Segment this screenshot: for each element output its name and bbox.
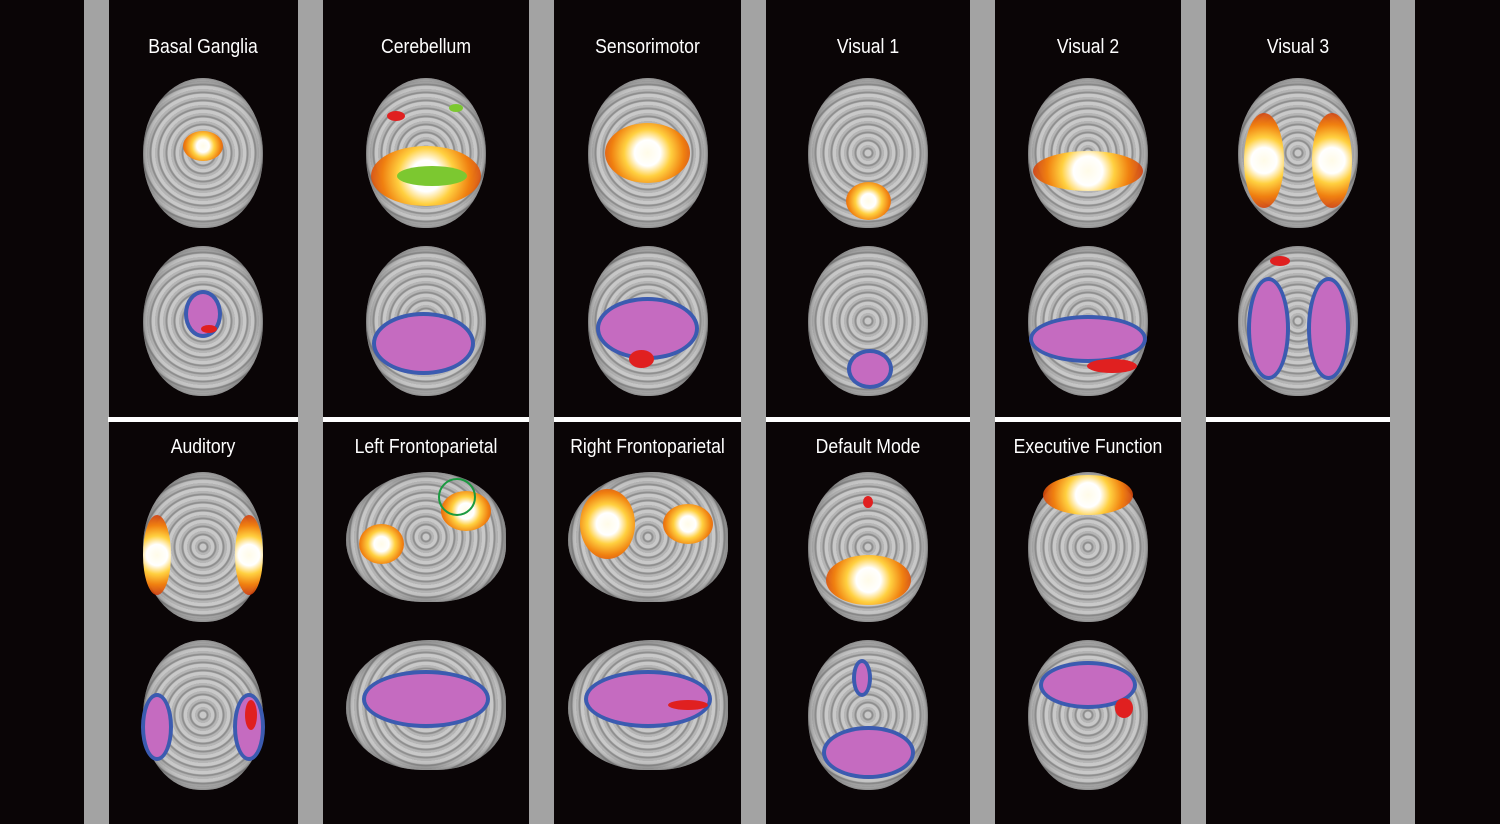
panel-title: Executive Function	[1013, 436, 1163, 458]
pink-region	[587, 673, 708, 724]
activation-blob	[825, 555, 911, 605]
panel-title: Visual 3	[1266, 36, 1330, 58]
brain-slice-comparison-map	[366, 246, 486, 396]
brain-slice-comparison-map	[1028, 246, 1148, 396]
brain-slice-activation-map	[567, 472, 728, 602]
network-panel: Executive Function	[995, 422, 1181, 824]
panel-title: Visual 1	[836, 36, 900, 58]
pink-region	[856, 662, 868, 693]
row-separator	[1206, 417, 1390, 422]
network-panel: Default Mode	[766, 422, 970, 824]
activation-blob	[234, 514, 263, 595]
brain-slice-activation-map	[587, 78, 708, 228]
column-divider	[298, 0, 323, 824]
brain-slice-activation-map	[808, 78, 928, 228]
panel-title: Basal Ganglia	[148, 36, 258, 58]
network-panel: Cerebellum	[323, 0, 529, 417]
panel-title: Sensorimotor	[595, 36, 700, 58]
brain-slice-comparison-map	[1238, 246, 1358, 396]
panel-title: Cerebellum	[380, 36, 471, 58]
panel-title: Auditory	[170, 436, 236, 458]
brain-slice-activation-map	[1028, 472, 1148, 622]
pink-region	[825, 730, 911, 775]
red-region	[201, 324, 217, 333]
row-separator	[766, 417, 970, 422]
activation-blob	[580, 489, 635, 559]
row-separator	[995, 417, 1181, 422]
pink-region	[1310, 281, 1346, 376]
green-region	[397, 165, 467, 186]
brain-slice-activation-map	[143, 78, 263, 228]
row-separator	[108, 417, 298, 422]
activation-blob	[662, 504, 713, 544]
brain-slice-activation-map	[1028, 78, 1148, 228]
column-divider	[1181, 0, 1206, 824]
brain-slice-comparison-map	[1028, 640, 1148, 790]
row-separator	[323, 417, 529, 422]
brain-slice-comparison-map	[587, 246, 708, 396]
brain-slice-comparison-map	[346, 640, 506, 770]
brain-slice-activation-map	[346, 472, 506, 602]
red-region	[1115, 697, 1133, 718]
activation-blob	[1244, 113, 1285, 208]
red-region	[1270, 256, 1290, 266]
brain-slice-activation-map	[366, 78, 486, 228]
pink-region	[1250, 281, 1286, 376]
red-region	[863, 496, 873, 508]
pink-region	[1033, 319, 1143, 359]
brain-slice-comparison-map	[143, 640, 263, 790]
network-panel: Basal Ganglia	[108, 0, 298, 417]
brain-slice-activation-map	[143, 472, 263, 622]
pink-region	[851, 353, 890, 385]
red-region	[1087, 359, 1137, 373]
brain-slice-activation-map	[1238, 78, 1358, 228]
pink-region	[1043, 665, 1133, 705]
network-panel: Visual 1	[766, 0, 970, 417]
panel-title: Right Frontoparietal	[570, 436, 725, 458]
pink-region	[376, 316, 472, 371]
red-region	[667, 700, 708, 710]
red-region	[629, 349, 654, 368]
panel-title: Left Frontoparietal	[354, 436, 498, 458]
network-panel: Left Frontoparietal	[323, 422, 529, 824]
activation-blob	[183, 130, 223, 161]
activation-blob	[1311, 113, 1352, 208]
activation-blob	[845, 182, 891, 220]
green-region	[449, 104, 463, 112]
network-panel: Sensorimotor	[554, 0, 741, 417]
brain-slice-comparison-map	[567, 640, 728, 770]
network-panel: Visual 2	[995, 0, 1181, 417]
pink-region	[600, 301, 695, 356]
column-divider	[1390, 0, 1415, 824]
brain-slice-comparison-map	[808, 640, 928, 790]
network-panel: Visual 3	[1206, 0, 1390, 417]
brain-slice-comparison-map	[143, 246, 263, 396]
activation-blob	[1043, 474, 1133, 515]
column-divider	[529, 0, 554, 824]
panel-title: Default Mode	[815, 436, 921, 458]
network-panel: Auditory	[108, 422, 298, 824]
activation-blob	[358, 523, 404, 564]
pink-region	[366, 673, 486, 724]
column-divider	[970, 0, 995, 824]
column-divider	[84, 0, 109, 824]
red-region	[387, 110, 405, 121]
activation-blob	[143, 514, 172, 595]
network-panel: Right Frontoparietal	[554, 422, 741, 824]
row-separator	[554, 417, 741, 422]
column-divider	[741, 0, 766, 824]
pink-region	[145, 697, 170, 757]
brain-slice-comparison-map	[808, 246, 928, 396]
brain-slice-activation-map	[808, 472, 928, 622]
red-region	[245, 700, 257, 730]
panel-title: Visual 2	[1056, 36, 1120, 58]
activation-blob	[1033, 151, 1143, 191]
highlight-circle	[438, 478, 476, 516]
activation-blob	[605, 123, 690, 183]
